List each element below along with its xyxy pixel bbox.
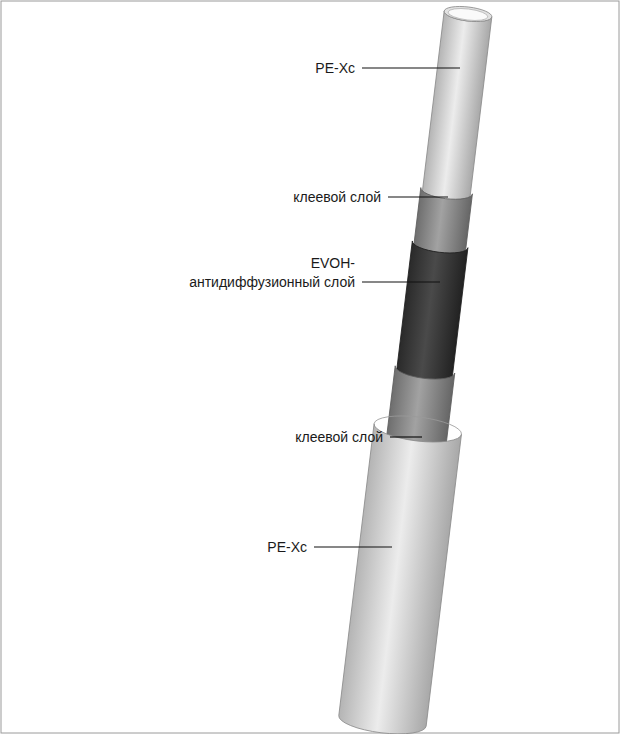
pipe [337, 2, 512, 734]
leader-line [314, 546, 392, 547]
inner-pe-layer [421, 11, 492, 212]
layer-label: клеевой слой [293, 188, 381, 207]
outer-rim [374, 412, 463, 434]
leader-lines [314, 68, 460, 547]
evoh-layer [395, 241, 468, 393]
pipe-opening [443, 4, 492, 24]
leader-line [362, 281, 440, 282]
leader-line [388, 196, 448, 197]
layer-label: PE-Xc [267, 538, 307, 557]
layer-label: клеевой слой [295, 428, 383, 447]
layer-label: EVOH- антидиффузионный слой [186, 254, 355, 292]
leader-line [362, 67, 460, 68]
layer-label: PE-Xc [315, 59, 355, 78]
leader-line [390, 436, 422, 437]
pipe-bore [447, 7, 488, 23]
outer-pe-layer [337, 424, 461, 734]
